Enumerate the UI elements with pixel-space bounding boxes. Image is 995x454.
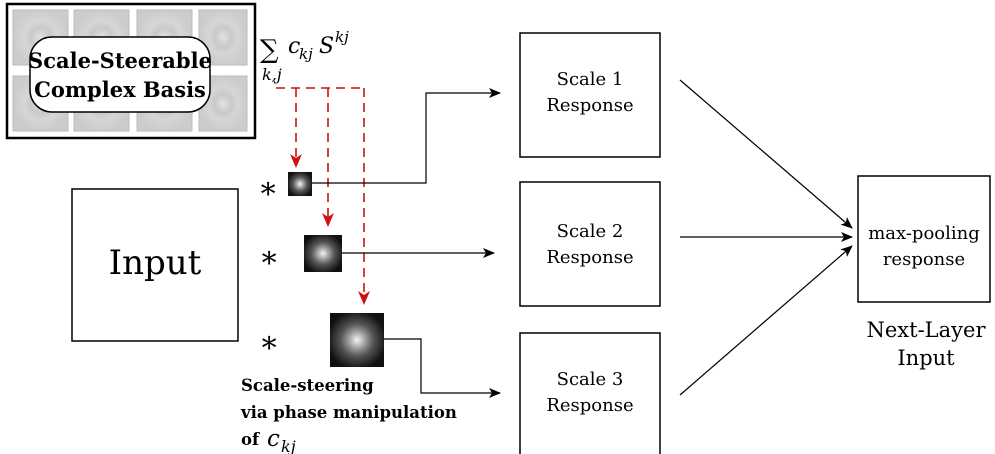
pooling-title: max-pooling bbox=[868, 223, 980, 244]
steering-note: Scale-steering via phase manipulation of… bbox=[240, 376, 457, 454]
scale-response-3: Scale 3 Response bbox=[519, 332, 661, 454]
steering-arrowhead-scale3 bbox=[358, 291, 370, 305]
pooling-connectors bbox=[679, 79, 853, 396]
steering-note-coef: c bbox=[267, 426, 280, 452]
connector-scale1-to-pooling bbox=[679, 79, 853, 229]
scale-response-2: Scale 2 Response bbox=[519, 181, 661, 307]
formula-sum-symbol: ∑ bbox=[260, 35, 279, 65]
convolution-symbol-2: ∗ bbox=[259, 240, 279, 275]
connector-scale3 bbox=[384, 338, 501, 398]
formula-coef: c bbox=[288, 34, 300, 59]
steering-arrowhead-scale1 bbox=[290, 154, 302, 168]
next-layer-label-line2: Input bbox=[897, 346, 955, 370]
steering-note-coef-subscript: kj bbox=[281, 437, 296, 454]
scale-response-1: Scale 1 Response bbox=[519, 32, 661, 158]
scale-response-box bbox=[519, 181, 661, 307]
pooling-box bbox=[857, 175, 991, 303]
scale-response-subtitle: Response bbox=[546, 95, 633, 116]
connector-scale1 bbox=[312, 88, 501, 184]
basis-panel: Scale-Steerable Complex Basis bbox=[5, 2, 257, 140]
pooling-subtitle: response bbox=[883, 249, 965, 270]
convolution-symbol-3: ∗ bbox=[259, 325, 279, 360]
scale-response-title: Scale 1 bbox=[557, 69, 624, 90]
input-box bbox=[71, 188, 239, 342]
filter-kernel-scale3 bbox=[330, 313, 384, 367]
steering-arrowheads bbox=[290, 154, 370, 305]
filter-kernel-scale2 bbox=[304, 235, 342, 272]
input-block: Input bbox=[71, 188, 239, 342]
scale-response-box bbox=[519, 32, 661, 158]
steering-note-line2: via phase manipulation bbox=[240, 403, 457, 422]
input-label: Input bbox=[109, 243, 202, 283]
convolution-symbol-1: ∗ bbox=[258, 171, 278, 206]
formula-basis-superscript: kj bbox=[335, 28, 349, 46]
basis-formula: ∑ k,j c kj S kj bbox=[260, 28, 349, 84]
steering-note-line1: Scale-steering bbox=[241, 376, 374, 395]
filter-kernels bbox=[288, 172, 384, 367]
basis-label-box bbox=[29, 36, 211, 113]
filter-kernel-scale1 bbox=[288, 172, 312, 196]
steering-note-line3: of bbox=[241, 430, 260, 449]
pooling-block: max-pooling response bbox=[857, 175, 991, 303]
scale-response-box bbox=[519, 332, 661, 454]
scale-response-title: Scale 2 bbox=[557, 221, 624, 242]
basis-label-line1: Scale-Steerable bbox=[28, 48, 212, 73]
basis-label-line2: Complex Basis bbox=[34, 77, 206, 102]
steering-arrowhead-scale2 bbox=[322, 213, 334, 227]
next-layer-label-line1: Next-Layer bbox=[867, 318, 987, 342]
connector-scale3-to-pooling bbox=[679, 245, 853, 396]
response-connectors bbox=[312, 88, 501, 398]
scale-response-subtitle: Response bbox=[546, 247, 633, 268]
formula-coef-subscript: kj bbox=[299, 45, 313, 63]
scale-response-title: Scale 3 bbox=[557, 369, 624, 390]
formula-basis: S bbox=[319, 34, 334, 59]
formula-sum-subscript: k,j bbox=[262, 65, 282, 84]
steering-arrows bbox=[276, 87, 365, 300]
scale-response-subtitle: Response bbox=[546, 395, 633, 416]
